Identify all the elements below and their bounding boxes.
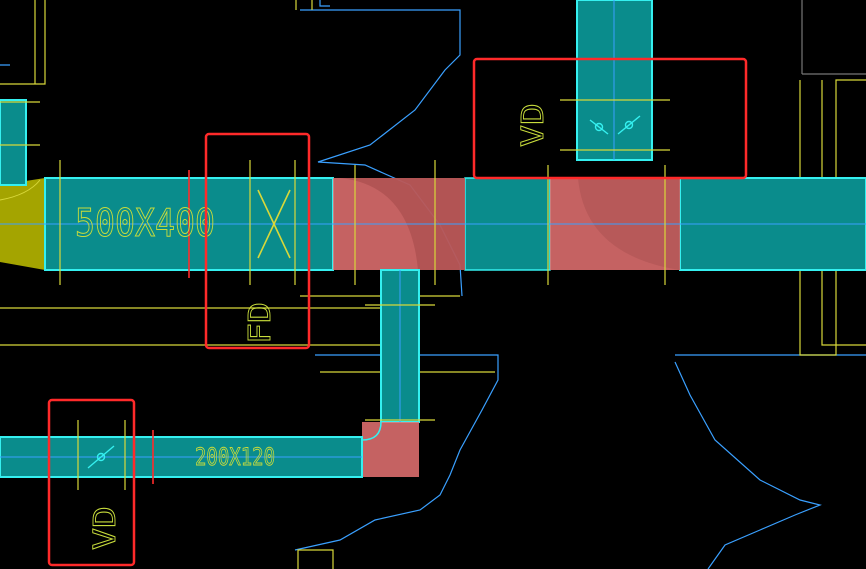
volume-damper-bottom-icon — [87, 445, 115, 469]
red-dim-marks — [152, 170, 190, 484]
wall-outline-top2 — [0, 0, 330, 66]
joint-ticks — [0, 99, 670, 490]
wall-outline-mid — [294, 354, 499, 551]
branch-duct-size-label: 200X120 — [195, 443, 275, 471]
vd-top-label: VD — [516, 103, 551, 147]
highlight-boxes — [47, 57, 748, 567]
wall-outline-right — [674, 354, 866, 569]
fire-damper-x-icon — [257, 189, 291, 259]
stub-duct-topleft — [0, 99, 27, 186]
vd-bottom-label: VD — [88, 506, 123, 550]
main-duct-size-label: 500X400 — [75, 201, 215, 245]
duct-centerlines — [0, 223, 866, 458]
fitting-elbow-bottom-curve — [361, 421, 382, 441]
fitting-tee-left-curve — [340, 178, 465, 270]
highlight-box-vd-top — [472, 57, 748, 180]
olive-elbow-curve — [0, 179, 41, 201]
yellow-frame-bottom — [297, 549, 334, 569]
highlight-box-vd-bottom — [47, 398, 136, 567]
yellow-frame-topmid — [295, 0, 313, 10]
fitting-elbow-bottom — [362, 422, 419, 477]
yellow-frame-topleft — [0, 0, 46, 85]
fd-label: FD — [243, 302, 278, 344]
volume-damper-top-icon — [589, 115, 641, 135]
highlight-box-fd — [204, 132, 311, 350]
